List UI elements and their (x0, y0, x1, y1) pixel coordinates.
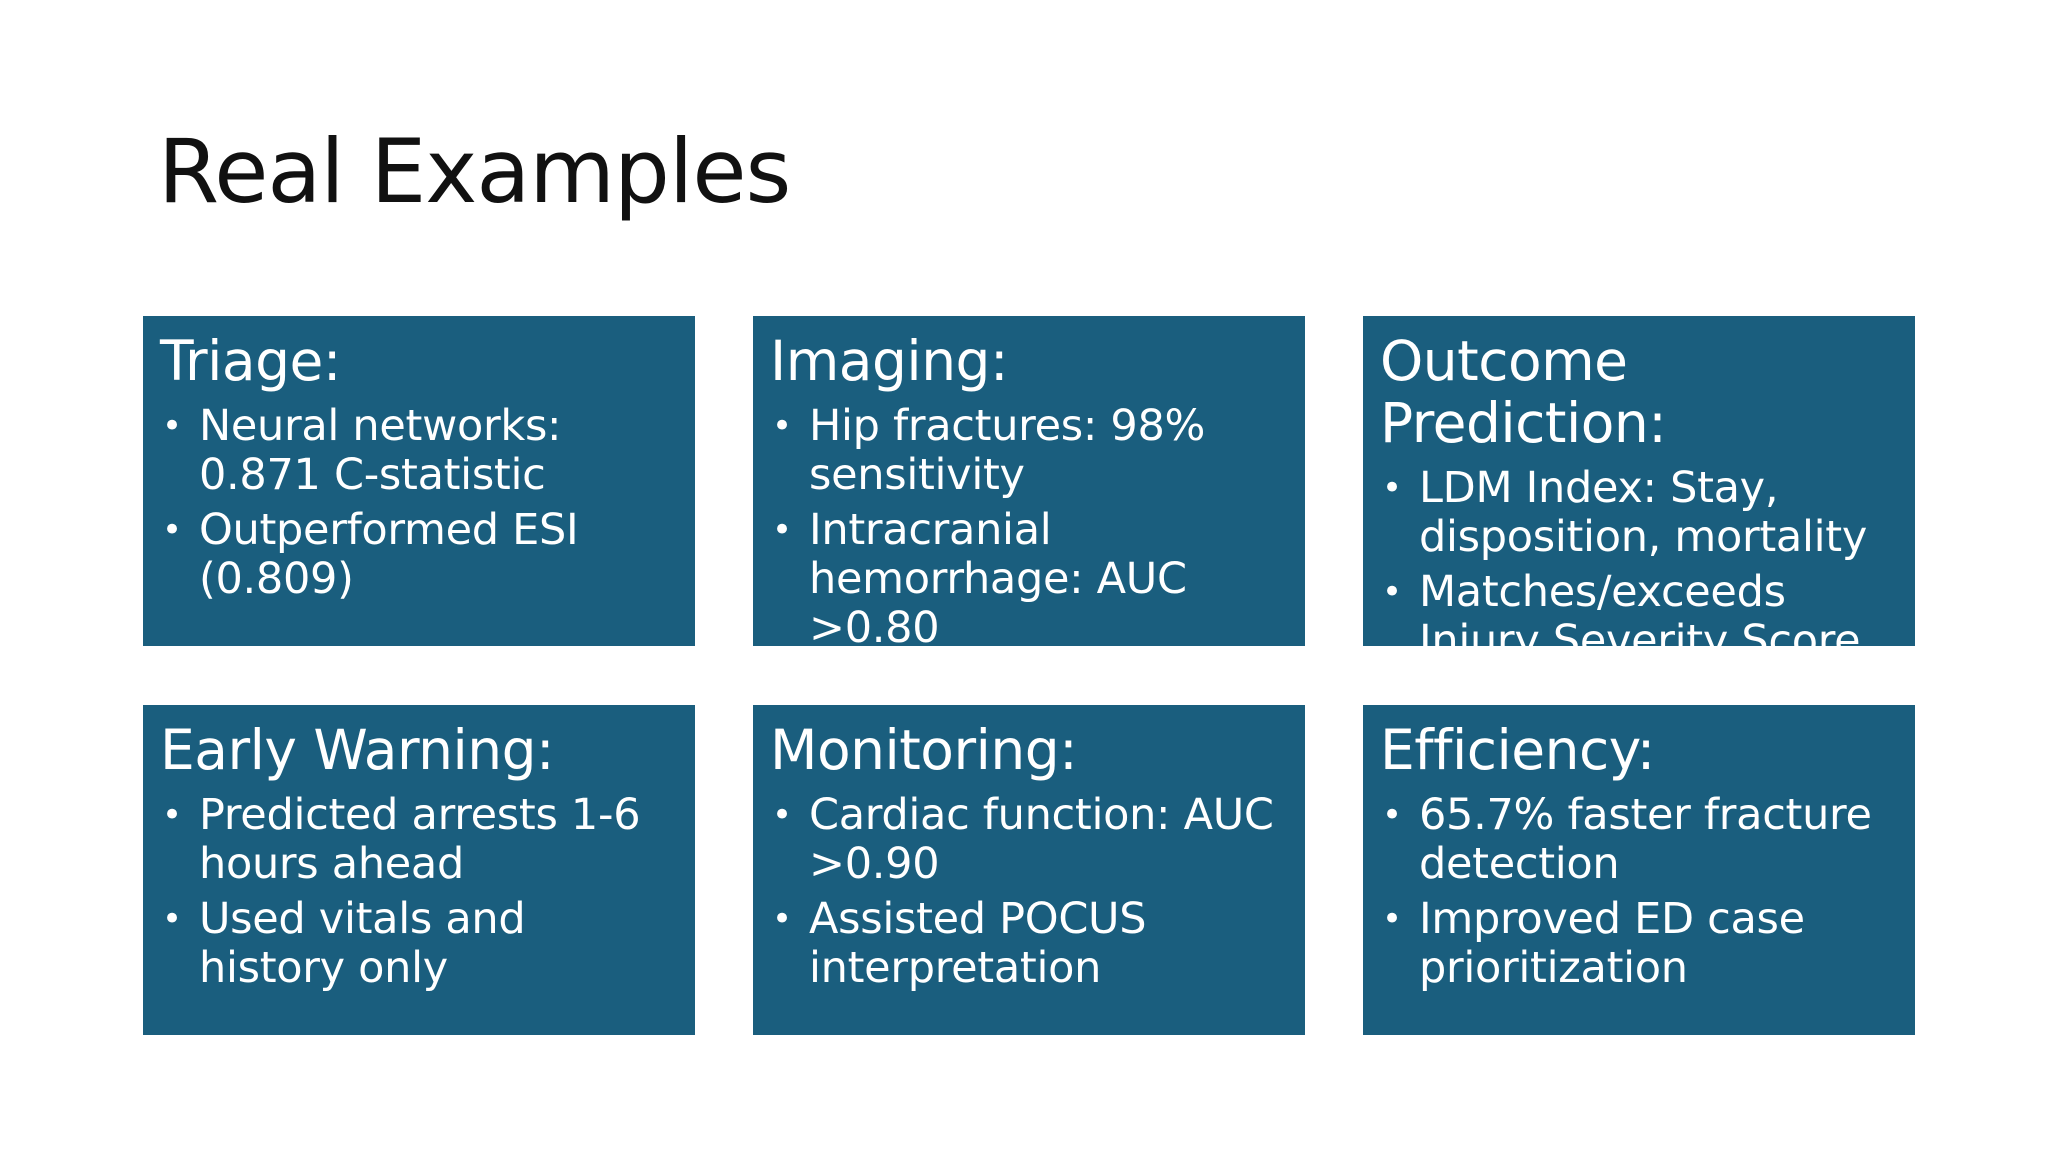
list-item: • Cardiac function: AUC >0.90 (770, 791, 1289, 889)
card-efficiency: Efficiency: • 65.7% faster fracture detec… (1363, 705, 1915, 1035)
list-item: • Matches/exceeds Injury Severity Score (1380, 567, 1899, 647)
card-monitoring: Monitoring: • Cardiac function: AUC >0.90… (753, 705, 1305, 1035)
card-triage: Triage: • Neural networks: 0.871 C-statis… (143, 316, 695, 646)
list-item: • Improved ED case prioritization (1380, 895, 1899, 993)
list-item-text: LDM Index: Stay, disposition, mortality (1419, 463, 1867, 562)
card-title: Early Warning: (160, 718, 555, 782)
bullet-list: • Cardiac function: AUC >0.90 • Assisted P… (770, 791, 1289, 993)
list-item: • Predicted arrests 1-6 hours ahead (160, 791, 679, 889)
bullet-icon: • (162, 406, 182, 446)
card-title: Monitoring: (770, 718, 1078, 782)
list-item: • Hip fractures: 98% sensitivity (770, 402, 1289, 500)
bullet-icon: • (772, 795, 792, 835)
card-early-warning: Early Warning: • Predicted arrests 1-6 ho… (143, 705, 695, 1035)
list-item-text: Predicted arrests 1-6 hours ahead (199, 790, 641, 889)
card-title: Efficiency: (1380, 718, 1655, 782)
list-item: • Intracranial hemorrhage: AUC >0.80 (770, 505, 1289, 647)
list-item-text: Outperformed ESI (0.809) (199, 505, 579, 604)
card-outcome-prediction: Outcome Prediction: • LDM Index: Stay, di… (1363, 316, 1915, 646)
bullet-list: • Neural networks: 0.871 C-statistic • Out… (160, 402, 679, 604)
bullet-icon: • (162, 510, 182, 550)
list-item-text: Matches/exceeds Injury Severity Score (1419, 567, 1861, 647)
bullet-icon: • (1382, 572, 1402, 612)
list-item-text: Neural networks: 0.871 C-statistic (199, 401, 562, 500)
list-item-text: Hip fractures: 98% sensitivity (809, 401, 1206, 500)
list-item-text: Intracranial hemorrhage: AUC >0.80 (809, 505, 1187, 647)
list-item: • Used vitals and history only (160, 895, 679, 993)
card-title: Imaging: (770, 329, 1009, 393)
bullet-icon: • (772, 406, 792, 446)
list-item-text: 65.7% faster fracture detection (1419, 790, 1872, 889)
bullet-icon: • (772, 510, 792, 550)
slide-title: Real Examples (158, 120, 791, 223)
bullet-icon: • (1382, 795, 1402, 835)
bullet-list: • 65.7% faster fracture detection • Improv… (1380, 791, 1899, 993)
bullet-icon: • (162, 899, 182, 939)
bullet-icon: • (1382, 899, 1402, 939)
bullet-icon: • (772, 899, 792, 939)
list-item-text: Used vitals and history only (199, 894, 526, 993)
bullet-list: • Hip fractures: 98% sensitivity • Intracr… (770, 402, 1289, 647)
card-title: Triage: (160, 329, 341, 393)
bullet-icon: • (162, 795, 182, 835)
list-item-text: Cardiac function: AUC >0.90 (809, 790, 1274, 889)
list-item-text: Assisted POCUS interpretation (809, 894, 1147, 993)
list-item: • 65.7% faster fracture detection (1380, 791, 1899, 889)
bullet-list: • Predicted arrests 1-6 hours ahead • Used… (160, 791, 679, 993)
list-item: • LDM Index: Stay, disposition, mortality (1380, 464, 1899, 562)
bullet-icon: • (1382, 468, 1402, 508)
card-imaging: Imaging: • Hip fractures: 98% sensitivity… (753, 316, 1305, 646)
list-item: • Assisted POCUS interpretation (770, 895, 1289, 993)
list-item: • Neural networks: 0.871 C-statistic (160, 402, 679, 500)
list-item-text: Improved ED case prioritization (1419, 894, 1805, 993)
list-item: • Outperformed ESI (0.809) (160, 506, 679, 604)
card-title: Outcome Prediction: (1380, 329, 1667, 455)
bullet-list: • LDM Index: Stay, disposition, mortality… (1380, 464, 1899, 647)
